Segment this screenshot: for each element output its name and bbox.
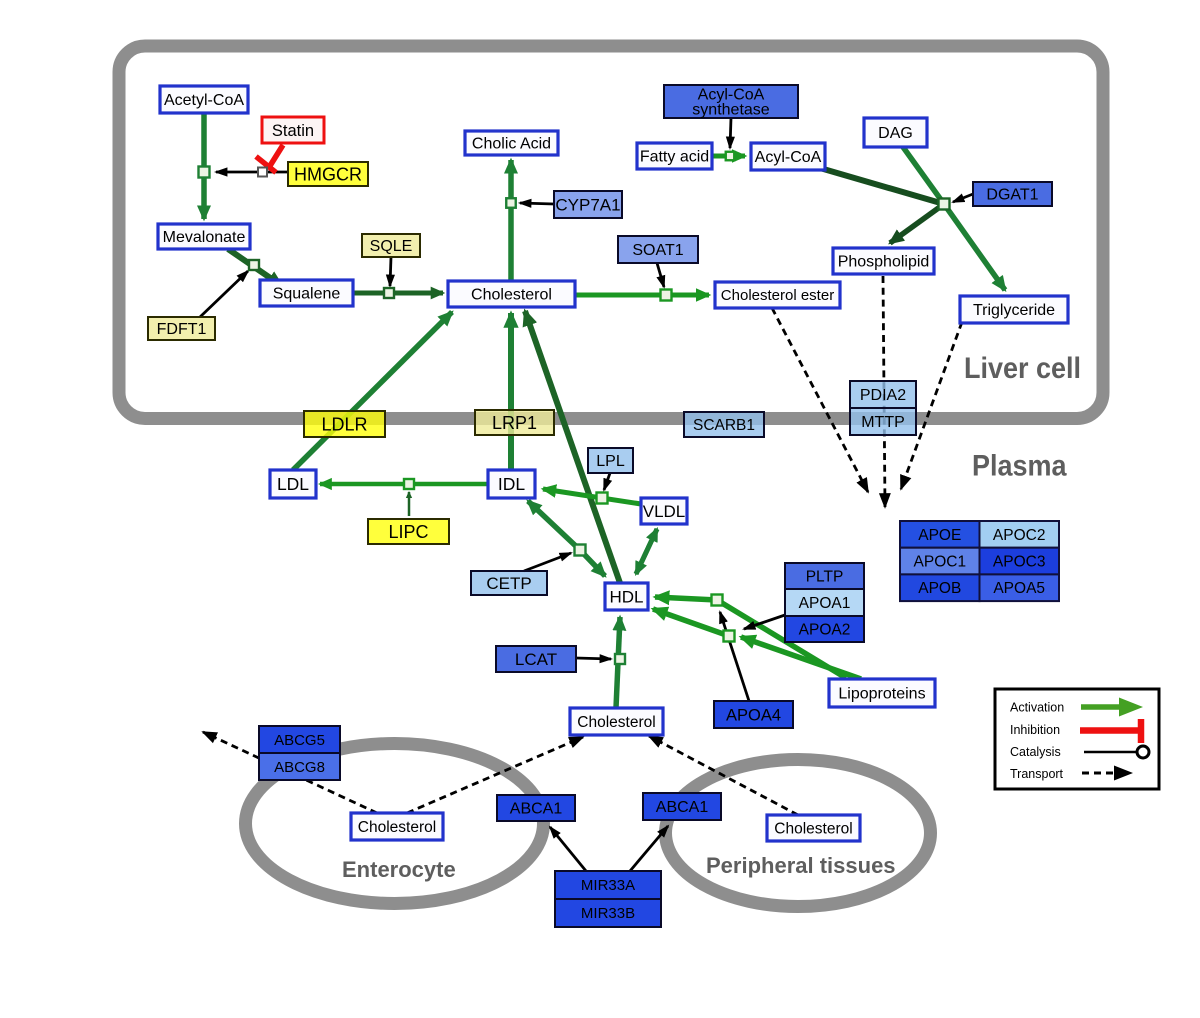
svg-text:APOE: APOE [918, 527, 961, 544]
svg-text:APOC2: APOC2 [993, 527, 1046, 544]
svg-text:Activation: Activation [1010, 701, 1064, 715]
svg-text:APOA2: APOA2 [799, 621, 851, 638]
svg-text:LRP1: LRP1 [492, 413, 537, 433]
svg-text:Cholesterol ester: Cholesterol ester [721, 287, 834, 304]
svg-text:APOC1: APOC1 [914, 554, 967, 571]
svg-text:Plasma: Plasma [972, 449, 1067, 482]
svg-text:Statin: Statin [272, 122, 314, 140]
svg-text:DAG: DAG [878, 125, 913, 142]
svg-text:Acyl-CoA: Acyl-CoA [698, 87, 765, 104]
svg-text:HDL: HDL [609, 588, 643, 607]
svg-text:Transport: Transport [1010, 767, 1064, 781]
svg-text:Acetyl-CoA: Acetyl-CoA [164, 92, 244, 109]
svg-text:APOA5: APOA5 [993, 580, 1045, 597]
svg-text:IDL: IDL [498, 474, 526, 494]
svg-text:synthetase: synthetase [692, 102, 769, 119]
svg-text:APOB: APOB [918, 580, 961, 597]
svg-text:DGAT1: DGAT1 [986, 187, 1038, 204]
svg-text:Peripheral tissues: Peripheral tissues [706, 853, 896, 878]
svg-text:CYP7A1: CYP7A1 [555, 195, 620, 214]
svg-text:LPL: LPL [596, 453, 625, 470]
svg-text:Squalene: Squalene [273, 286, 341, 303]
svg-text:Cholesterol: Cholesterol [358, 819, 436, 836]
svg-text:Phospholipid: Phospholipid [838, 254, 930, 271]
svg-text:FDFT1: FDFT1 [157, 321, 207, 338]
svg-text:ABCA1: ABCA1 [510, 801, 563, 818]
svg-text:Catalysis: Catalysis [1010, 745, 1061, 759]
svg-text:Fatty acid: Fatty acid [640, 149, 709, 166]
svg-text:ABCG5: ABCG5 [274, 732, 325, 749]
svg-text:Acyl-CoA: Acyl-CoA [755, 149, 822, 166]
svg-text:Cholesterol: Cholesterol [774, 820, 852, 837]
svg-text:Lipoproteins: Lipoproteins [838, 686, 925, 703]
svg-text:LDLR: LDLR [321, 414, 367, 434]
svg-text:ABCA1: ABCA1 [656, 799, 709, 816]
svg-text:LIPC: LIPC [388, 522, 428, 542]
svg-text:SQLE: SQLE [370, 238, 413, 255]
svg-text:VLDL: VLDL [643, 502, 686, 521]
svg-text:Enterocyte: Enterocyte [342, 857, 456, 882]
svg-text:LCAT: LCAT [515, 650, 557, 669]
svg-text:Mevalonate: Mevalonate [163, 229, 246, 246]
svg-text:MIR33A: MIR33A [581, 877, 635, 894]
svg-text:CETP: CETP [486, 574, 531, 593]
svg-text:PLTP: PLTP [806, 568, 844, 585]
svg-text:Triglyceride: Triglyceride [973, 302, 1055, 319]
svg-text:SCARB1: SCARB1 [693, 417, 755, 434]
svg-text:SOAT1: SOAT1 [632, 242, 683, 259]
svg-text:MIR33B: MIR33B [581, 905, 635, 922]
svg-text:ABCG8: ABCG8 [274, 759, 325, 776]
svg-text:Cholesterol: Cholesterol [471, 287, 552, 304]
svg-text:Cholesterol: Cholesterol [577, 714, 655, 731]
svg-text:APOA1: APOA1 [799, 595, 851, 612]
svg-text:APOC3: APOC3 [993, 554, 1046, 571]
svg-text:LDL: LDL [277, 474, 309, 494]
svg-text:PDIA2: PDIA2 [860, 387, 906, 404]
svg-text:Inhibition: Inhibition [1010, 723, 1060, 737]
svg-text:Liver cell: Liver cell [964, 352, 1081, 385]
svg-text:MTTP: MTTP [861, 414, 905, 431]
svg-text:HMGCR: HMGCR [294, 164, 362, 184]
svg-text:APOA4: APOA4 [726, 706, 781, 724]
svg-text:Cholic Acid: Cholic Acid [472, 136, 551, 153]
